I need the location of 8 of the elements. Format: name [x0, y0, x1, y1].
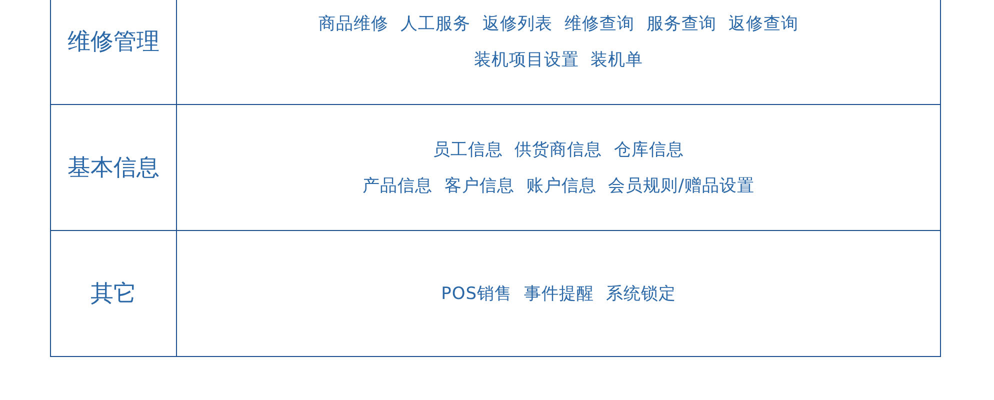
row-heading: 其它: [90, 280, 136, 309]
row-heading: 基本信息: [68, 154, 160, 183]
feature-list: 产品信息 客户信息 账户信息 会员规则/赠品设置: [362, 168, 754, 204]
feature-list: 装机项目设置 装机单: [474, 42, 644, 78]
feature-list: POS销售 事件提醒 系统锁定: [441, 276, 676, 312]
row-heading: 维修管理: [68, 28, 160, 57]
feature-list: 员工信息 供货商信息 仓库信息: [432, 132, 684, 168]
feature-list: 商品维修 人工服务 返修列表 维修查询 服务查询 返修查询: [318, 6, 798, 42]
